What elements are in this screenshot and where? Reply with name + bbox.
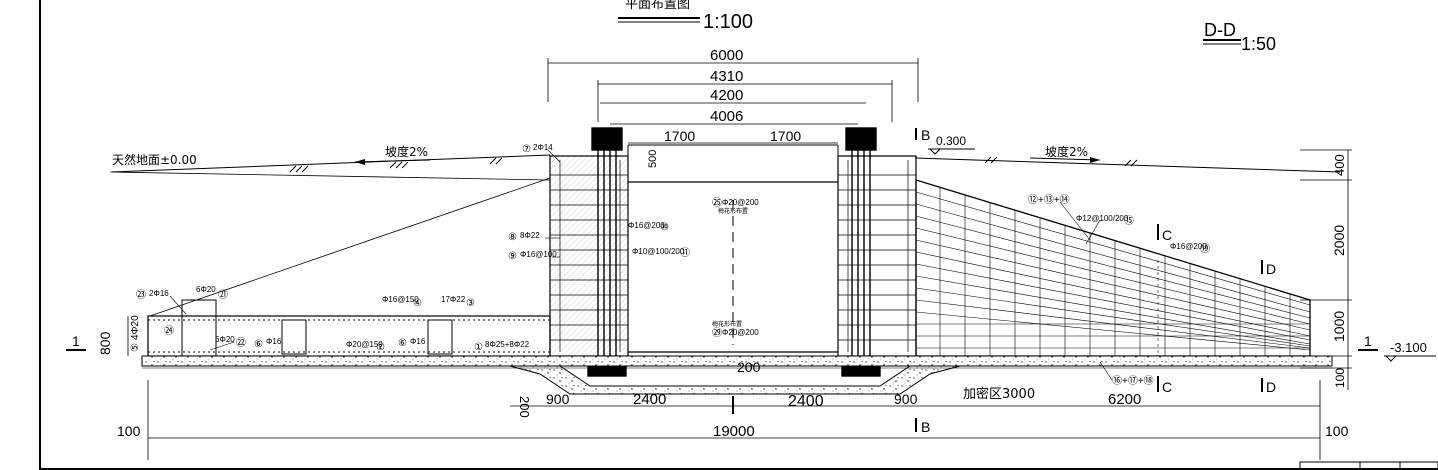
callout-beam-bar-top: Φ16@150 bbox=[382, 295, 419, 304]
slope-right-label: 坡度2% bbox=[1045, 144, 1088, 159]
callout-wall-bar-b-no: ⑨ bbox=[508, 251, 517, 262]
level-right-bottom: -3.100 bbox=[1390, 340, 1427, 355]
ramp-reinforcement bbox=[915, 179, 1311, 357]
callout-inner-bar-b-no: ⑪ bbox=[680, 247, 690, 259]
callout-beam-stirrup-a-no: ⑥ bbox=[254, 339, 263, 350]
section-scale: 1:50 bbox=[1241, 34, 1276, 54]
callout-ramp-bottom-label: ⑯+⑰+⑱ bbox=[1112, 375, 1154, 387]
level-right-top: 0.300 bbox=[936, 134, 966, 148]
callout-ramp-bar-a-no: ⑮ bbox=[1124, 215, 1134, 227]
callout-beam-bar-top-no: ④ bbox=[413, 298, 422, 309]
right-height-dims bbox=[1300, 149, 1352, 390]
left-abutment bbox=[549, 155, 629, 357]
dim-right-length: 6200 bbox=[1108, 391, 1141, 408]
callout-beam-bar-mid: Φ20@150 bbox=[346, 340, 383, 349]
callout-ramp-bar-a: Φ12@100/200 bbox=[1076, 214, 1129, 223]
callout-top-left-bar: 2Φ14 bbox=[533, 143, 553, 152]
dim-end-left: 100 bbox=[117, 423, 141, 439]
cut-c-top: C bbox=[1162, 227, 1172, 243]
plan-title: 平面布置图 bbox=[625, 0, 690, 12]
callout-wall-bar-a: 8Φ22 bbox=[520, 231, 540, 240]
callout-end-bot-bar: 6Φ20 bbox=[215, 335, 235, 344]
callout-ramp-label: ⑫+⑬+⑭ bbox=[1028, 194, 1070, 206]
dim-pit-depth: 500 bbox=[647, 150, 659, 168]
callout-beam-bar-right: 17Φ22 bbox=[441, 295, 466, 304]
base-slab bbox=[141, 355, 1333, 367]
callout-inner-bar-b: Φ10@100/200 bbox=[632, 247, 685, 256]
slope-left-label: 坡度2% bbox=[385, 144, 428, 159]
callout-pit-tie-bottom-desc: 梅花形布置 bbox=[712, 320, 742, 328]
ground-line-right: 坡度2% 0.300 bbox=[914, 134, 1341, 173]
dim-total: 19000 bbox=[713, 423, 755, 440]
callout-pit-tie-bottom: Φ20@200 bbox=[722, 328, 759, 337]
plan-scale: 1:100 bbox=[703, 11, 753, 33]
section-mark-right: 1 bbox=[1364, 333, 1372, 349]
callout-beam-bottom-bar: 8Φ25+8Φ22 bbox=[485, 340, 530, 349]
callout-inner-bar-a: Φ16@200 bbox=[628, 221, 665, 230]
dim-top-0: 6000 bbox=[710, 47, 743, 64]
top-dimensions bbox=[547, 58, 919, 125]
section-title: D-D bbox=[1204, 20, 1236, 40]
dim-left-height: 800 bbox=[97, 331, 113, 355]
dim-right-h3: 100 bbox=[1333, 368, 1347, 388]
left-anchor-rods bbox=[587, 127, 627, 377]
callout-beam-stirrup-b: Φ16 bbox=[410, 337, 426, 346]
cut-b-bottom: B bbox=[921, 419, 930, 435]
dim-bottom-3: 900 bbox=[894, 391, 918, 407]
dim-end-right: 100 bbox=[1325, 423, 1349, 439]
dim-pit-gap: 200 bbox=[737, 359, 761, 375]
callout-end-mid-no: ㉔ bbox=[164, 325, 174, 337]
callout-pit-tie-top-no: ㉕ bbox=[712, 197, 722, 209]
dim-right-h0: 400 bbox=[1332, 154, 1347, 176]
callout-pit-tie-top-desc: 梅花形布置 bbox=[718, 207, 748, 215]
right-abutment bbox=[837, 155, 917, 357]
dim-top-1: 4310 bbox=[710, 68, 743, 85]
callout-end-top-bar2-no: ㉑ bbox=[218, 289, 228, 301]
callout-end-top-bar-no: ㉓ bbox=[136, 289, 146, 301]
callout-pit-tie-bottom-no: ㉙ bbox=[712, 327, 722, 339]
dim-bottom-1: 2400 bbox=[633, 391, 666, 408]
ground-level-label: 天然地面±0.00 bbox=[112, 152, 197, 167]
callout-beam-bar-mid-no: ② bbox=[376, 342, 385, 353]
left-beam bbox=[147, 315, 551, 357]
center-pit bbox=[627, 144, 839, 353]
dim-bottom-0: 900 bbox=[546, 391, 570, 407]
dim-right-h2: 1000 bbox=[1331, 311, 1347, 342]
callout-wall-bar-a-no: ⑧ bbox=[508, 232, 517, 243]
callout-end-bot-bar-no: ㉒ bbox=[236, 337, 246, 349]
callout-beam-bar-right-no: ③ bbox=[466, 298, 475, 309]
cut-b-top: B bbox=[921, 127, 930, 143]
right-anchor-rods bbox=[841, 127, 881, 377]
dim-left-sub-mark: ⑤ bbox=[130, 343, 141, 352]
dim-right-h1: 2000 bbox=[1331, 225, 1347, 256]
dim-bottom-2: 2400 bbox=[788, 393, 824, 410]
ground-line-left: 天然地面±0.00 坡度2% bbox=[111, 144, 551, 173]
callout-inner-bar-a-no: ⑩ bbox=[660, 222, 669, 233]
cut-d-top: D bbox=[1266, 261, 1276, 277]
callout-wall-bar-b: Φ16@100 bbox=[520, 250, 557, 259]
callout-beam-stirrup-a: Φ16 bbox=[266, 337, 282, 346]
callout-end-top-bar2: 6Φ20 bbox=[196, 285, 216, 294]
cut-c-bottom: C bbox=[1162, 379, 1172, 395]
callout-top-left-bar-no: ⑦ bbox=[522, 144, 531, 155]
callout-end-top-bar: 2Φ16 bbox=[149, 289, 169, 298]
bottom-dimensions bbox=[147, 380, 1321, 460]
dim-densified: 加密区3000 bbox=[963, 386, 1035, 402]
dim-pit-left: 1700 bbox=[664, 128, 695, 144]
dim-base-thickness: 200 bbox=[517, 396, 532, 418]
callout-beam-bottom-bar-no: ① bbox=[474, 342, 483, 353]
cut-d-bottom: D bbox=[1266, 379, 1276, 395]
dim-left-sub: 4Φ20 bbox=[130, 315, 141, 340]
dim-pit-right: 1700 bbox=[770, 128, 801, 144]
callout-pit-tie-top: Φ20@200 bbox=[722, 198, 759, 207]
callout-beam-stirrup-b-no: ⑥ bbox=[398, 338, 407, 349]
title-block-corner bbox=[1299, 461, 1438, 470]
callout-ramp-bar-b: Φ16@200 bbox=[1170, 242, 1207, 251]
callout-ramp-bar-b-no: ⑲ bbox=[1200, 243, 1210, 255]
section-mark-left: 1 bbox=[72, 333, 80, 349]
pit-foundation bbox=[509, 365, 961, 395]
dim-top-3: 4006 bbox=[710, 108, 743, 125]
dim-top-2: 4200 bbox=[710, 87, 743, 104]
